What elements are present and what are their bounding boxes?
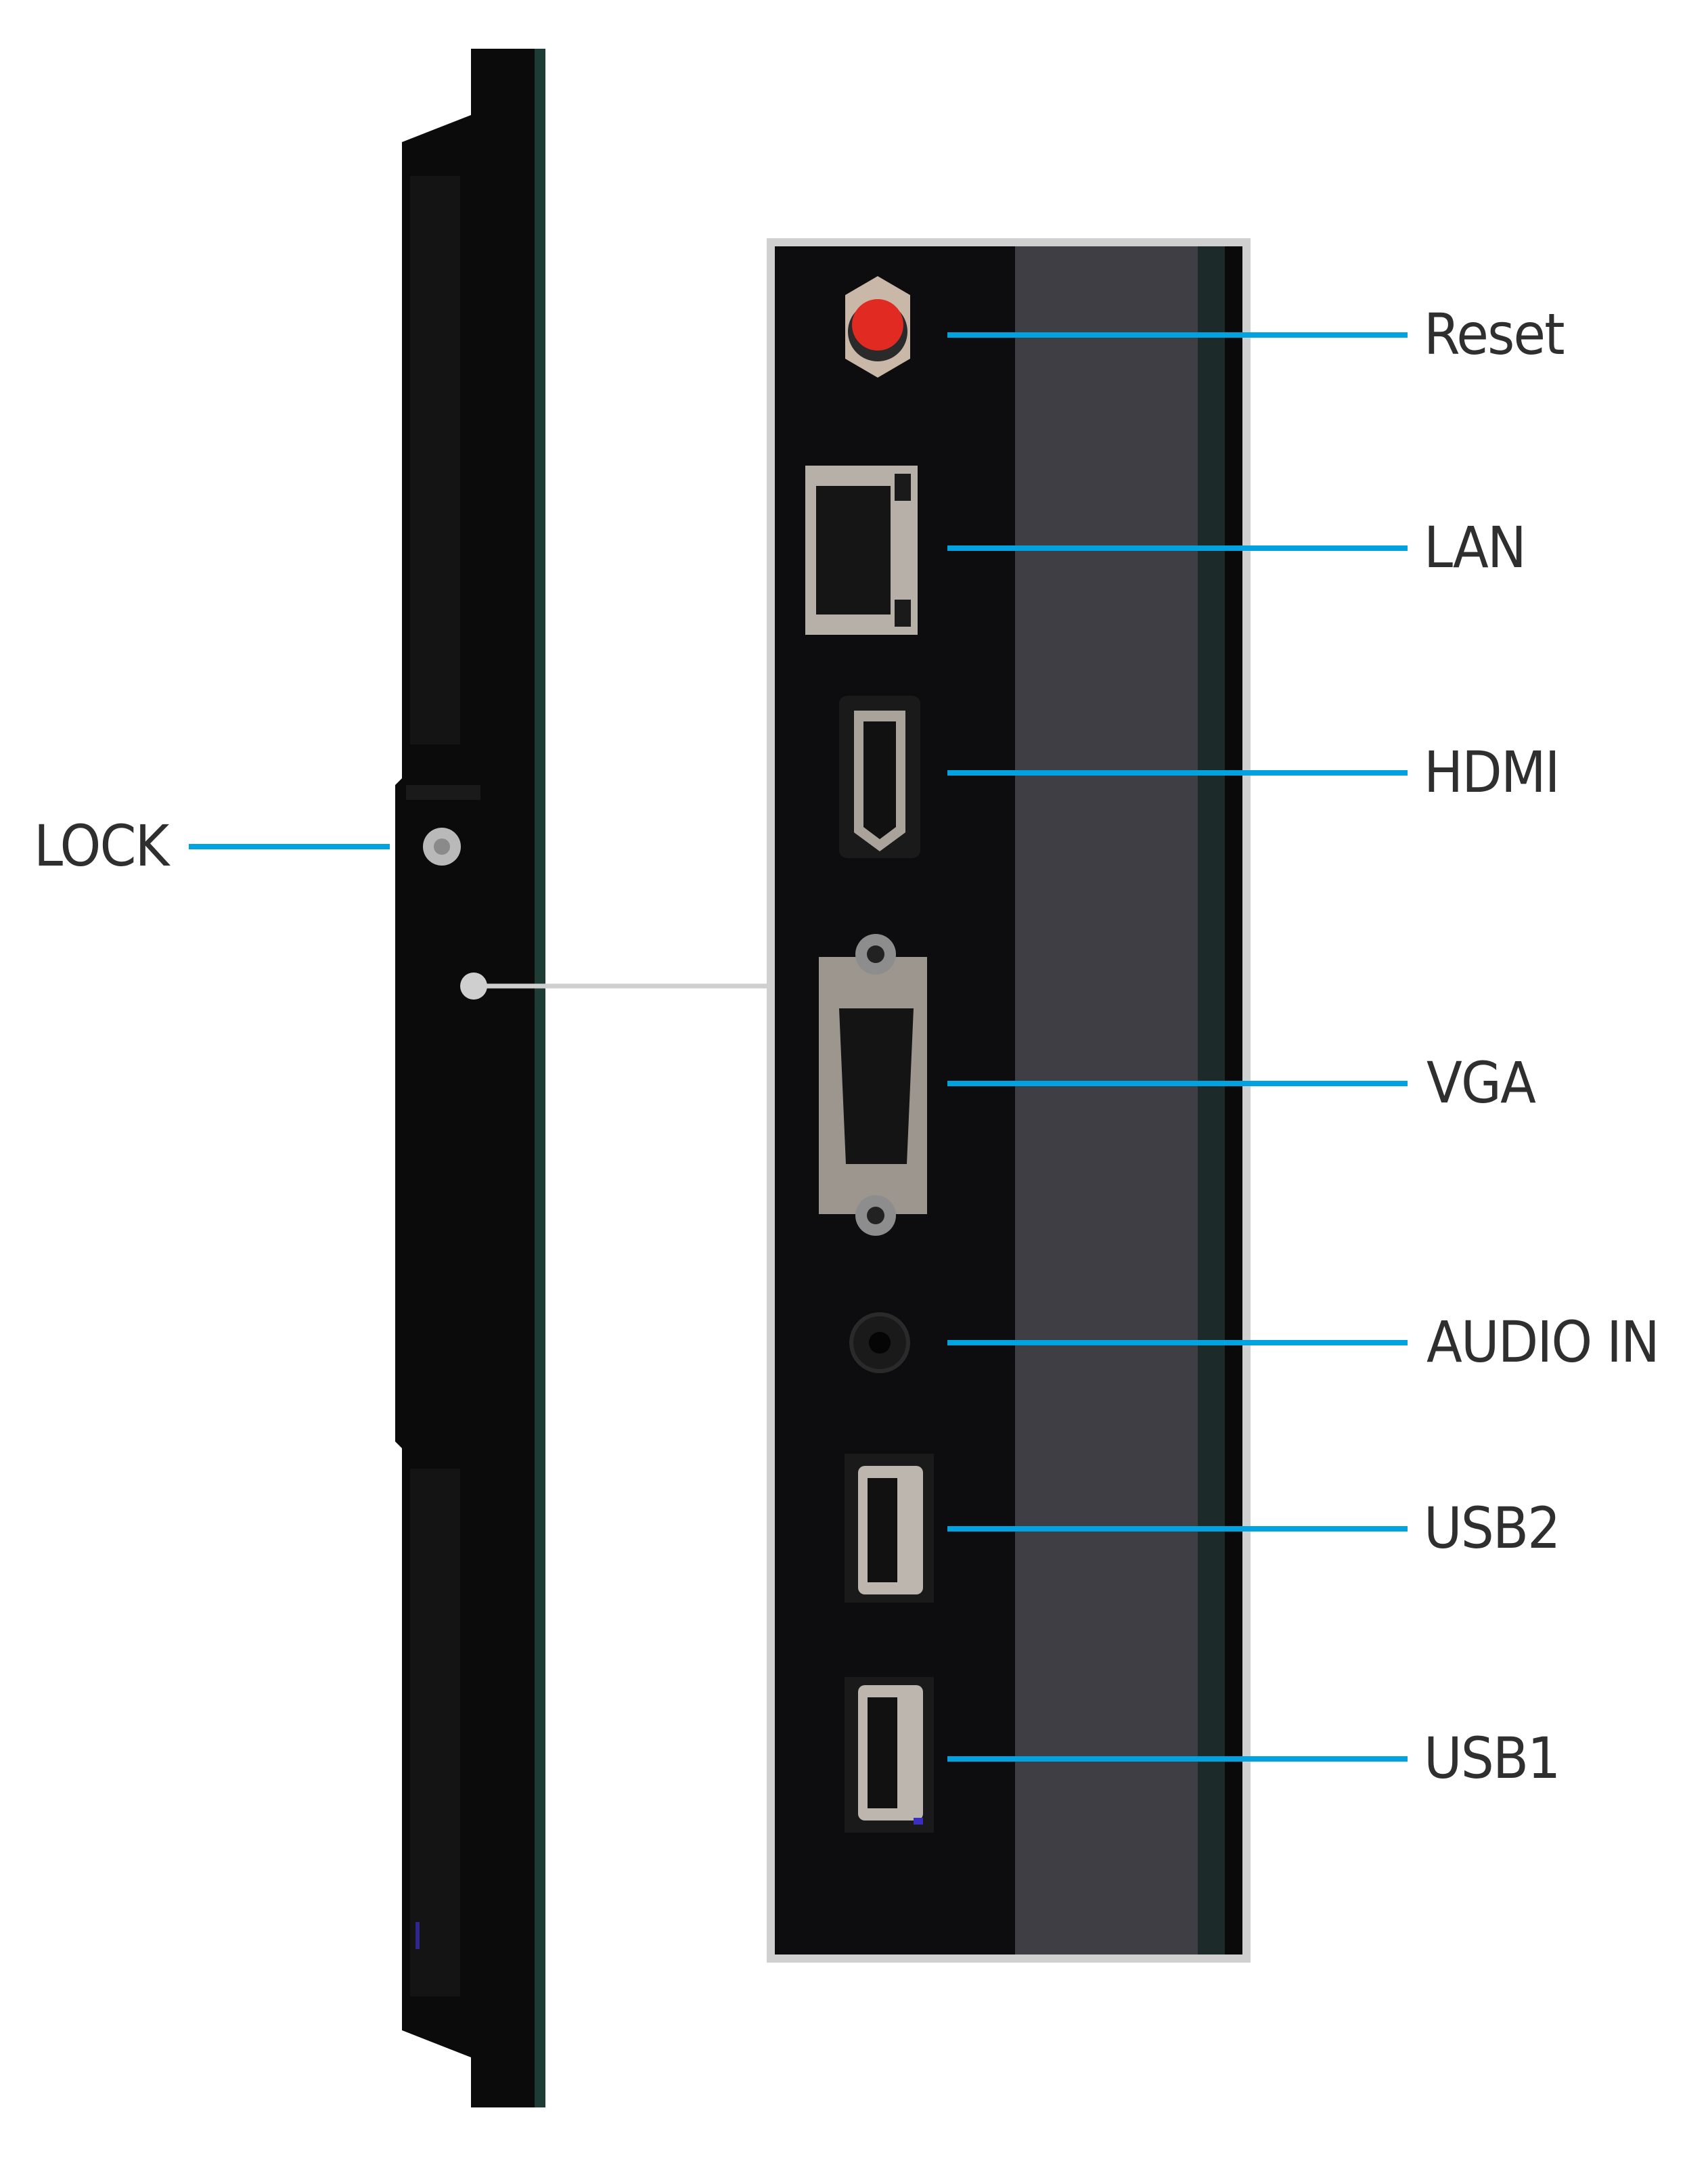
usb1-leader-line (947, 1756, 1408, 1762)
audio-in-label: AUDIO IN (1426, 1309, 1660, 1375)
rj45-port-icon (805, 466, 918, 635)
lock-leader-line (189, 844, 390, 849)
lan-label: LAN (1424, 514, 1527, 581)
usb-port-icon (845, 1454, 934, 1603)
reset-label: Reset (1424, 301, 1565, 367)
hdmi-label: HDMI (1424, 739, 1560, 805)
lock-screw-icon (423, 828, 461, 866)
usb-port-icon (845, 1677, 934, 1833)
usb2-label: USB2 (1424, 1495, 1560, 1561)
vent-grille-bottom (410, 1469, 460, 1996)
audio-in-leader-line (947, 1340, 1408, 1345)
hdmi-leader-line (947, 770, 1408, 776)
usb1-label: USB1 (1424, 1725, 1560, 1791)
device-side-view (395, 49, 767, 2107)
reset-leader-line (947, 332, 1408, 338)
port-closeup-inset (767, 238, 1251, 1963)
audio-jack-icon (849, 1312, 910, 1373)
vent-grille-top (410, 176, 460, 744)
lan-leader-line (947, 545, 1408, 551)
usb2-leader-line (947, 1526, 1408, 1532)
hdmi-port-icon (839, 696, 920, 858)
vga-leader-line (947, 1081, 1408, 1086)
lock-label: LOCK (34, 813, 169, 879)
reset-button-icon (845, 276, 910, 378)
vga-label: VGA (1426, 1050, 1536, 1116)
vga-port-icon (819, 934, 927, 1236)
